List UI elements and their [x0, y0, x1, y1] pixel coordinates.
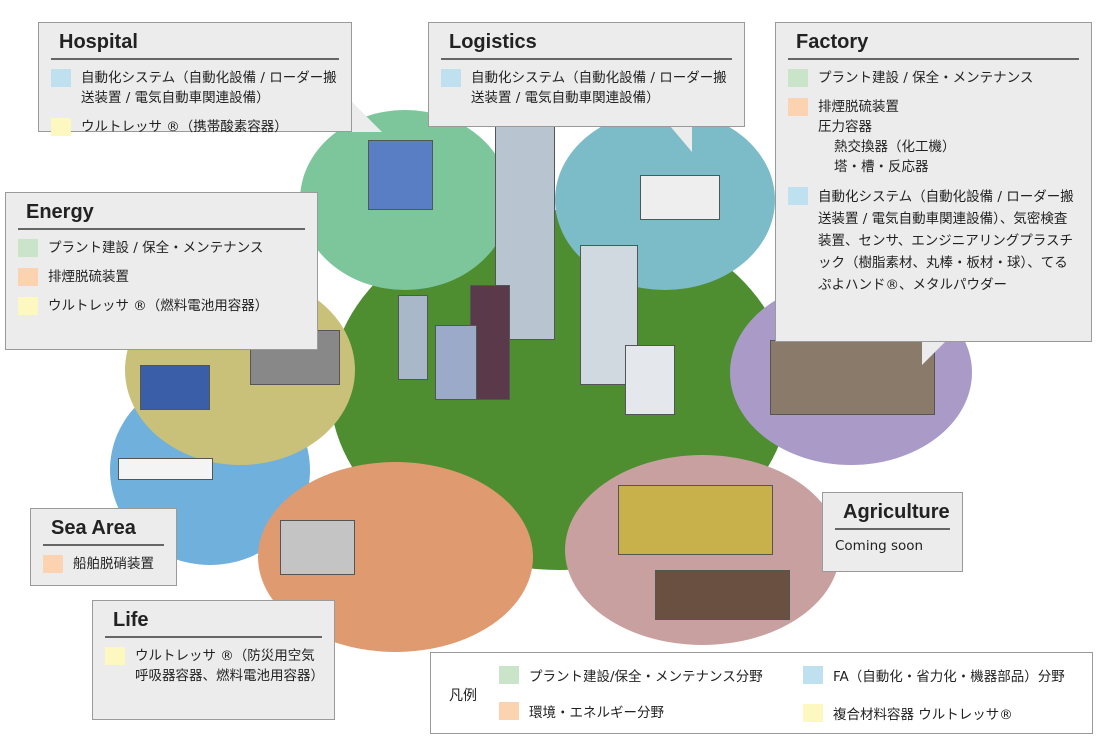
- fa-swatch: [51, 69, 71, 87]
- energy-item: ウルトレッサ ®（燃料電池用容器）: [48, 298, 269, 314]
- fa-swatch: [788, 187, 808, 205]
- legend-item-fa: FA（自動化・省力化・機器部品）分野: [803, 665, 1065, 685]
- life-item: ウルトレッサ ®（防災用空気呼吸器容器、燃料電池用容器）: [135, 648, 324, 684]
- legend-label: 複合材料容器 ウルトレッサ®: [833, 707, 1013, 723]
- building: [398, 295, 428, 380]
- life-callout: Life ウルトレッサ ®（防災用空気呼吸器容器、燃料電池用容器）: [92, 600, 335, 720]
- environment-swatch: [43, 555, 63, 573]
- energy-item: 排煙脱硫装置: [48, 269, 129, 285]
- logistics-callout-tail: [670, 126, 692, 152]
- building: [625, 345, 675, 415]
- hospital-callout: Hospital 自動化システム（自動化設備 / ローダー搬送装置 / 電気自動…: [38, 22, 352, 136]
- legend-item-environment: 環境・エネルギー分野: [499, 701, 664, 721]
- ultressa-swatch: [18, 297, 38, 315]
- agriculture-status: Coming soon: [835, 538, 924, 554]
- energy-callout: Energy プラント建設 / 保全・メンテナンス 排煙脱硫装置 ウルトレッサ …: [5, 192, 318, 350]
- factory-subitem: 圧力容器: [818, 119, 872, 135]
- environment-swatch: [499, 702, 519, 720]
- environment-swatch: [18, 268, 38, 286]
- plant-swatch: [788, 69, 808, 87]
- legend-label: 環境・エネルギー分野: [529, 705, 664, 721]
- plant-swatch: [499, 666, 519, 684]
- factory-subitem: 熱交換器（化工機）: [834, 139, 956, 155]
- energy-item: プラント建設 / 保全・メンテナンス: [48, 240, 264, 256]
- legend-label: FA（自動化・省力化・機器部品）分野: [833, 669, 1065, 685]
- sea-area-item: 船舶脱硝装置: [73, 556, 154, 572]
- factory-callout: Factory プラント建設 / 保全・メンテナンス 排煙脱硫装置 圧力容器 熱…: [775, 22, 1092, 342]
- factory-item: 排煙脱硫装置: [818, 99, 899, 115]
- rice-field: [618, 485, 773, 555]
- legend-item-plant: プラント建設/保全・メンテナンス分野: [499, 665, 763, 685]
- factory-item: プラント建設 / 保全・メンテナンス: [818, 70, 1034, 86]
- hospital-item: 自動化システム（自動化設備 / ローダー搬送装置 / 電気自動車関連設備）: [81, 70, 337, 106]
- hospital-title: Hospital: [51, 31, 339, 60]
- fa-swatch: [803, 666, 823, 684]
- solar-panels: [140, 365, 210, 410]
- factory-callout-tail: [922, 341, 946, 365]
- energy-title: Energy: [18, 201, 305, 230]
- ultressa-swatch: [803, 704, 823, 722]
- agriculture-title: Agriculture: [835, 501, 950, 530]
- vegetable-field: [655, 570, 790, 620]
- logistics-item: 自動化システム（自動化設備 / ローダー搬送装置 / 電気自動車関連設備）: [471, 70, 727, 106]
- logistics-callout: Logistics 自動化システム（自動化設備 / ローダー搬送装置 / 電気自…: [428, 22, 745, 127]
- ultressa-swatch: [51, 118, 71, 136]
- factory-subitem: 塔・槽・反応器: [834, 159, 929, 175]
- legend-title: 凡例: [449, 688, 477, 704]
- life-title: Life: [105, 609, 322, 638]
- hospital-building: [368, 140, 433, 210]
- fa-swatch: [441, 69, 461, 87]
- agriculture-callout: Agriculture Coming soon: [822, 492, 963, 572]
- legend: 凡例 プラント建設/保全・メンテナンス分野 FA（自動化・省力化・機器部品）分野…: [430, 652, 1093, 734]
- factory-buildings: [770, 340, 935, 415]
- environment-swatch: [788, 98, 808, 116]
- ship: [118, 458, 213, 480]
- factory-item: 自動化システム（自動化設備 / ローダー搬送装置 / 電気自動車関連設備）、気密…: [818, 189, 1074, 293]
- legend-label: プラント建設/保全・メンテナンス分野: [529, 669, 763, 685]
- ultressa-swatch: [105, 647, 125, 665]
- factory-title: Factory: [788, 31, 1079, 60]
- hospital-callout-tail: [350, 100, 382, 132]
- warehouse: [640, 175, 720, 220]
- plant-swatch: [18, 239, 38, 257]
- hospital-item: ウルトレッサ ®（携帯酸素容器）: [81, 119, 288, 135]
- logistics-title: Logistics: [441, 31, 732, 60]
- legend-item-ultressa: 複合材料容器 ウルトレッサ®: [803, 703, 1013, 723]
- school: [280, 520, 355, 575]
- sea-area-title: Sea Area: [43, 517, 164, 546]
- building: [435, 325, 477, 400]
- sea-area-callout: Sea Area 船舶脱硝装置: [30, 508, 177, 586]
